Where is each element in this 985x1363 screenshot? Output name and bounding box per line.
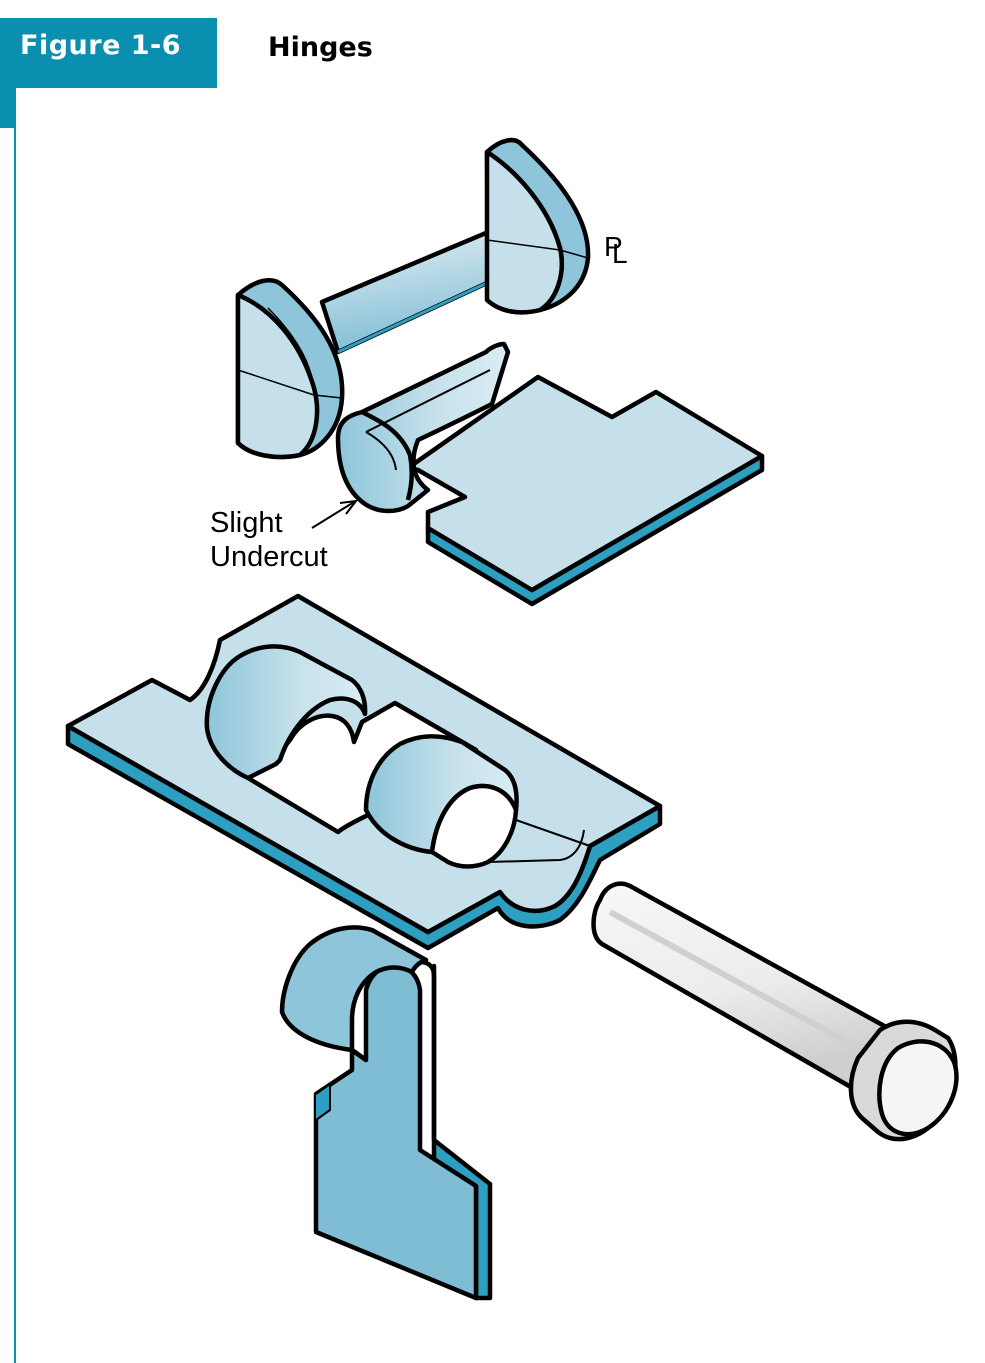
- mold-core-icon: [235, 137, 591, 460]
- figure-label-tab: [0, 18, 217, 88]
- parting-line-l: L: [612, 238, 628, 269]
- hinge-body-icon: [65, 593, 663, 951]
- figure-title: Hinges: [268, 32, 373, 63]
- hinge-leaf-icon: [335, 341, 765, 607]
- hinge-pin-icon: [591, 881, 959, 1142]
- left-margin-rule: [14, 128, 16, 1363]
- leader-arrow-icon: [311, 499, 359, 529]
- parting-line-p: P: [604, 231, 623, 262]
- callout-line-1: Slight: [210, 507, 283, 539]
- hinge-hook-icon: [279, 925, 493, 1301]
- callout-line-2: Undercut: [210, 541, 328, 573]
- figure-label: Figure 1-6: [20, 30, 182, 61]
- left-accent-bar: [0, 88, 16, 128]
